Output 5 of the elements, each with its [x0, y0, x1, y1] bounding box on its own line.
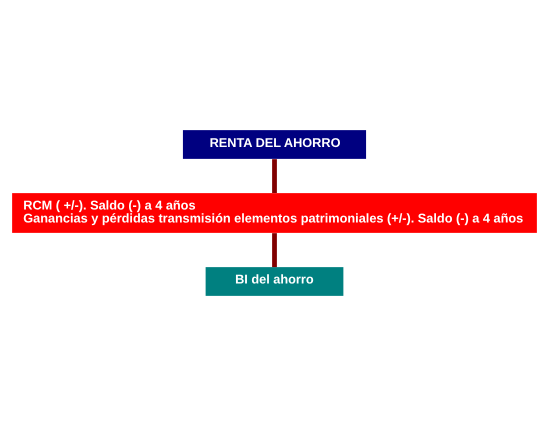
connector: [272, 159, 277, 194]
connector: [272, 233, 277, 268]
node-box: RCM ( +/-). Saldo (-) a 4 años Ganancias y pérdidas transmisión elementos patrimoniales (+/-). Saldo (-) a 4 años: [12, 193, 537, 233]
node-box: BI del ahorro: [206, 267, 344, 296]
node-box: RENTA DEL AHORRO: [182, 130, 366, 159]
